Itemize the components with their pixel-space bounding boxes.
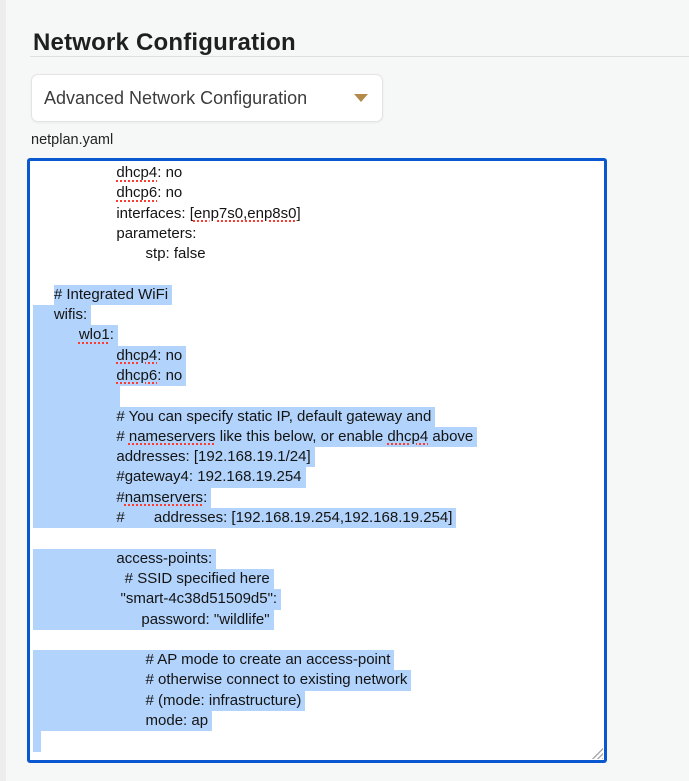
spellcheck-word: dhcp4 <box>387 426 429 448</box>
spellcheck-word: enp7s0,enp8s0 <box>193 204 297 222</box>
selection-highlight: mode: ap <box>33 711 213 732</box>
netplan-yaml-label: netplan.yaml <box>31 132 114 148</box>
yaml-line: password: "wildlife" <box>33 609 601 630</box>
selection-highlight: # <box>33 487 125 509</box>
yaml-line <box>33 264 601 284</box>
selection-highlight: # SSID specified here <box>33 568 274 590</box>
spellcheck-word: dhcp4 <box>116 164 158 181</box>
yaml-line: # addresses: [192.168.19.254,192.168.19.… <box>33 508 601 529</box>
yaml-text: stp: false <box>33 245 206 263</box>
netplan-editor[interactable]: dhcp4: no dhcp6: no interfaces: [enp7s0,… <box>27 158 607 763</box>
selection-highlight: # Integrated WiFi <box>53 284 173 306</box>
title-divider <box>30 56 689 57</box>
selection-highlight <box>33 386 121 407</box>
selection-highlight: : no <box>157 345 187 366</box>
spellcheck-word: namservers <box>124 487 204 509</box>
yaml-line: # Integrated WiFi <box>33 284 601 306</box>
yaml-text <box>33 183 116 203</box>
selection-highlight: # otherwise connect to existing network <box>33 670 412 691</box>
selection-highlight <box>33 731 42 752</box>
yaml-line <box>33 386 601 407</box>
chevron-down-icon <box>354 94 368 102</box>
yaml-line: dhcp6: no <box>33 365 601 387</box>
yaml-line <box>33 630 601 650</box>
yaml-line: # You can specify static IP, default gat… <box>33 406 601 427</box>
yaml-text: parameters: <box>33 224 197 242</box>
yaml-line <box>33 528 601 548</box>
yaml-text: ] <box>296 204 301 222</box>
selection-highlight: addresses: [192.168.19.1/24] <box>33 447 315 468</box>
selection-highlight: : <box>109 325 118 346</box>
selection-highlight: # <box>33 426 129 448</box>
selection-highlight: # (mode: infrastructure) <box>33 690 306 712</box>
yaml-line: # (mode: infrastructure) <box>33 690 601 712</box>
yaml-lines-container: dhcp4: no dhcp6: no interfaces: [enp7s0,… <box>33 163 601 752</box>
yaml-line: parameters: <box>33 224 601 244</box>
yaml-line: # AP mode to create an access-point <box>33 650 601 671</box>
yaml-line: dhcp4: no <box>33 163 601 183</box>
advanced-network-configuration-dropdown[interactable]: Advanced Network Configuration <box>31 74 383 122</box>
selection-highlight <box>33 365 117 387</box>
yaml-line: # nameservers like this below, or enable… <box>33 426 601 448</box>
yaml-line: #namservers: <box>33 487 601 509</box>
yaml-line: dhcp4: no <box>33 345 601 366</box>
yaml-text <box>33 285 54 305</box>
selection-highlight: # AP mode to create an access-point <box>33 650 395 671</box>
yaml-line: interfaces: [enp7s0,enp8s0] <box>33 204 601 224</box>
yaml-text: : no <box>157 184 183 202</box>
selection-highlight: access-points: <box>33 548 217 569</box>
page-left-edge <box>0 0 6 781</box>
spellcheck-word: wlo1 <box>78 325 110 346</box>
yaml-line: dhcp6: no <box>33 183 601 203</box>
dropdown-label: Advanced Network Configuration <box>44 87 308 108</box>
selection-highlight: wifis: <box>33 305 92 326</box>
yaml-line: stp: false <box>33 244 601 264</box>
yaml-line: #gateway4: 192.168.19.254 <box>33 467 601 488</box>
yaml-line: # SSID specified here <box>33 568 601 590</box>
selection-highlight <box>33 345 117 366</box>
selection-highlight: # addresses: [192.168.19.254,192.168.19.… <box>33 508 457 529</box>
selection-highlight: : <box>203 487 212 509</box>
spellcheck-word: dhcp4 <box>116 345 158 366</box>
yaml-line: wifis: <box>33 305 601 326</box>
yaml-line: "smart-4c38d51509d5": <box>33 589 601 610</box>
yaml-text <box>33 163 116 183</box>
page-title: Network Configuration <box>33 29 296 57</box>
selection-highlight: above <box>428 426 478 448</box>
yaml-line: addresses: [192.168.19.1/24] <box>33 447 601 468</box>
spellcheck-word: dhcp6 <box>116 184 158 202</box>
selection-highlight: # You can specify static IP, default gat… <box>33 406 436 427</box>
spellcheck-word: nameservers <box>128 426 216 448</box>
yaml-line: # otherwise connect to existing network <box>33 670 601 691</box>
selection-highlight: : no <box>157 365 187 387</box>
yaml-line: access-points: <box>33 548 601 569</box>
yaml-text: interfaces: [ <box>33 204 194 222</box>
selection-highlight: #gateway4: 192.168.19.254 <box>33 467 306 488</box>
selection-highlight: like this below, or enable <box>215 426 388 448</box>
yaml-line <box>33 731 601 752</box>
selection-highlight <box>33 325 79 346</box>
selection-highlight: password: "wildlife" <box>33 609 274 630</box>
yaml-line: wlo1: <box>33 325 601 346</box>
yaml-text: : no <box>157 164 183 181</box>
yaml-line: mode: ap <box>33 711 601 732</box>
spellcheck-word: dhcp6 <box>116 365 158 387</box>
selection-highlight: "smart-4c38d51509d5": <box>33 589 282 610</box>
